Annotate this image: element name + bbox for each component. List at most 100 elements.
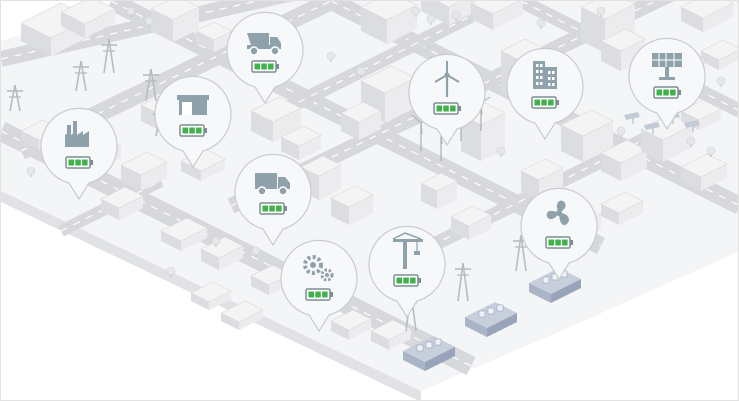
warehouse-icon bbox=[177, 95, 209, 115]
battery-level-segment bbox=[541, 99, 547, 106]
battery-level-segment bbox=[403, 277, 409, 284]
battery-level-segment bbox=[443, 105, 449, 112]
pin-graphic bbox=[40, 107, 118, 201]
building bbox=[470, 1, 523, 30]
battery-level-segment bbox=[68, 159, 74, 166]
solar-panel-icon bbox=[652, 53, 682, 80]
tree bbox=[716, 76, 726, 87]
pin-graphic bbox=[506, 47, 584, 141]
map-pin-wind-turbine bbox=[405, 51, 489, 147]
power-pylon bbox=[101, 38, 117, 74]
battery-icon bbox=[545, 236, 573, 249]
building bbox=[160, 217, 208, 251]
solar-array bbox=[684, 120, 700, 132]
building bbox=[600, 191, 644, 225]
tree bbox=[536, 18, 546, 29]
road-lane-marking bbox=[230, 1, 658, 207]
map-pin-solar-panel bbox=[625, 35, 709, 131]
pin-graphic bbox=[628, 37, 706, 131]
battery-icon bbox=[393, 274, 421, 287]
map-pin-delivery-truck bbox=[231, 151, 315, 247]
battery-icon bbox=[531, 96, 559, 109]
solar-array bbox=[624, 112, 640, 124]
tree bbox=[686, 136, 696, 147]
building bbox=[560, 109, 614, 162]
building bbox=[330, 309, 372, 340]
battery-level-segment bbox=[196, 127, 202, 134]
battery-level-segment bbox=[396, 277, 402, 284]
battery-level-segment bbox=[548, 239, 554, 246]
road-lane-marking bbox=[60, 180, 162, 232]
battery-level-segment bbox=[276, 205, 282, 212]
pin-bubble bbox=[234, 153, 312, 247]
battery-level-segment bbox=[548, 99, 554, 106]
office-buildings-icon bbox=[533, 61, 557, 89]
building bbox=[700, 39, 738, 70]
tree bbox=[451, 10, 461, 21]
battery-level-segment bbox=[268, 63, 274, 70]
building bbox=[200, 236, 244, 270]
pin-graphic bbox=[234, 153, 312, 247]
substation bbox=[529, 268, 581, 303]
battery-level-segment bbox=[436, 105, 442, 112]
battery-icon bbox=[259, 202, 287, 215]
factory-icon bbox=[65, 121, 89, 147]
tree bbox=[251, 246, 261, 257]
battery-level-segment bbox=[182, 127, 188, 134]
tree bbox=[706, 146, 716, 157]
tree bbox=[26, 166, 36, 177]
pin-bubble bbox=[520, 187, 598, 281]
pin-bubble bbox=[226, 11, 304, 105]
road-lane-marking bbox=[1, 1, 260, 60]
battery-level-segment bbox=[254, 63, 260, 70]
battery-level-segment bbox=[322, 291, 328, 298]
ventilation-fan-icon bbox=[546, 200, 569, 226]
construction-crane-icon bbox=[392, 232, 423, 269]
pin-bubble bbox=[368, 225, 446, 319]
building bbox=[150, 1, 200, 42]
battery-level-segment bbox=[555, 239, 561, 246]
battery-icon bbox=[179, 124, 207, 137]
road-lane-marking bbox=[260, 15, 472, 122]
pin-graphic bbox=[226, 11, 304, 105]
map-pin-office-buildings bbox=[503, 45, 587, 141]
battery-level-segment bbox=[670, 89, 676, 96]
map-pin-ventilation-fan bbox=[517, 185, 601, 281]
tree bbox=[411, 6, 421, 17]
battery-icon bbox=[65, 156, 93, 169]
pin-bubble bbox=[40, 107, 118, 201]
battery-level-segment bbox=[656, 89, 662, 96]
battery-icon bbox=[251, 60, 279, 73]
building bbox=[120, 151, 168, 191]
building bbox=[220, 300, 264, 330]
substations bbox=[403, 268, 581, 371]
map-pin-warehouse bbox=[151, 73, 235, 169]
power-pylon bbox=[143, 68, 159, 102]
delivery-truck-icon bbox=[255, 173, 290, 196]
battery-level-segment bbox=[534, 99, 540, 106]
pin-graphic bbox=[408, 53, 486, 147]
building bbox=[190, 281, 232, 310]
tree bbox=[616, 126, 626, 137]
pin-bubble bbox=[280, 239, 358, 333]
battery-level-segment bbox=[262, 205, 268, 212]
pin-bubble bbox=[154, 75, 232, 169]
tree bbox=[326, 51, 336, 62]
battery-icon bbox=[305, 288, 333, 301]
battery-level-segment bbox=[261, 63, 267, 70]
battery-level-segment bbox=[450, 105, 456, 112]
pin-graphic bbox=[368, 225, 446, 319]
power-pylon bbox=[455, 262, 471, 302]
tree bbox=[496, 146, 506, 157]
building bbox=[450, 205, 492, 240]
tree bbox=[166, 266, 176, 277]
battery-level-segment bbox=[315, 291, 321, 298]
pin-bubble bbox=[506, 47, 584, 141]
battery-icon bbox=[653, 86, 681, 99]
power-pylon bbox=[73, 60, 89, 92]
battery-level-segment bbox=[562, 239, 568, 246]
building bbox=[195, 21, 233, 52]
solar-array bbox=[644, 122, 660, 134]
substation bbox=[465, 302, 517, 337]
